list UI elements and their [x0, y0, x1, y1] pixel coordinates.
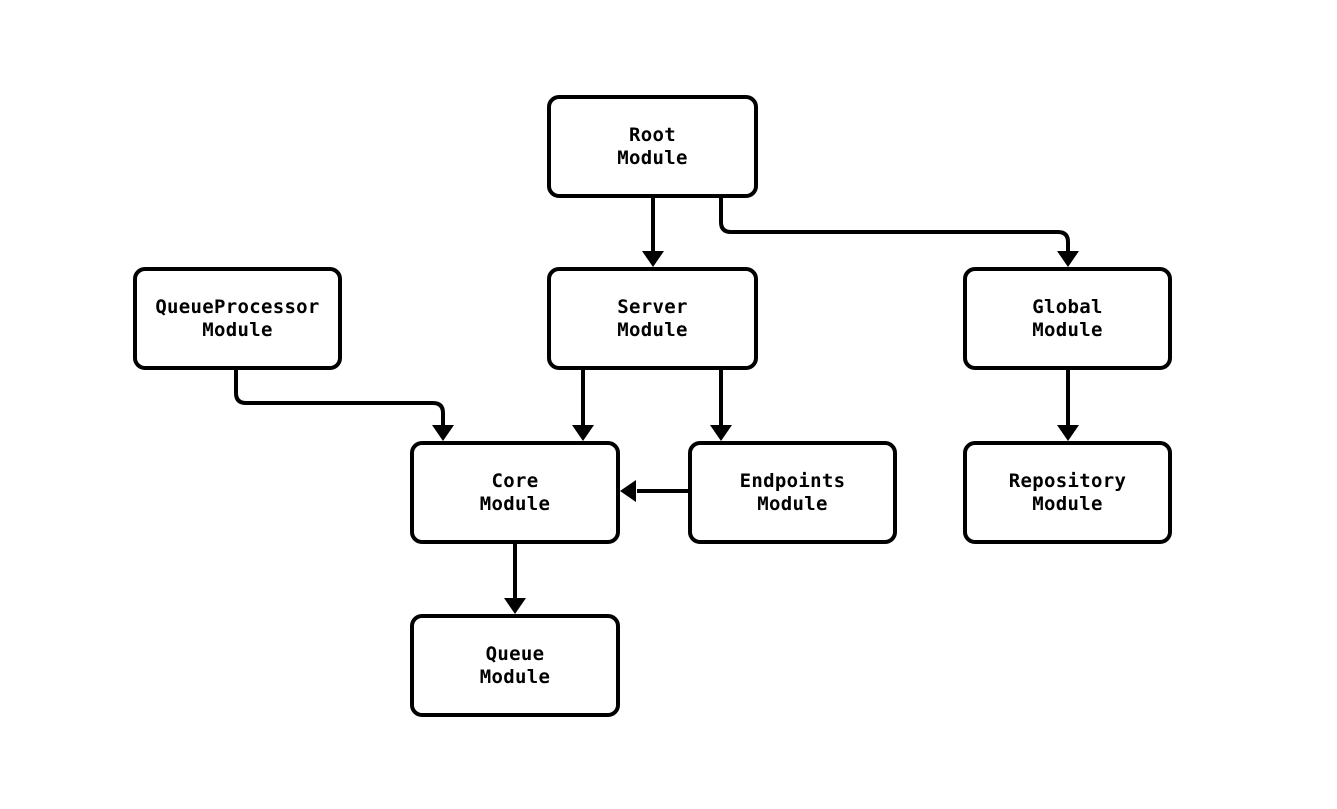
edge-root-to-global	[719, 198, 1070, 252]
edge-queueprocessor-to-core	[234, 370, 445, 426]
node-repository[interactable]: Repository Module	[963, 441, 1172, 544]
edge-server-to-endpoints-arrowhead	[710, 425, 732, 441]
node-core[interactable]: Core Module	[410, 441, 620, 544]
node-label-global: Global Module	[1032, 295, 1103, 341]
edge-endpoints-to-core-arrowhead	[620, 480, 636, 502]
node-queueprocessor[interactable]: QueueProcessor Module	[133, 267, 342, 370]
node-label-queue: Queue Module	[479, 642, 551, 688]
edge-root-to-global-arrowhead	[1057, 251, 1079, 267]
edge-root-to-server-arrowhead	[642, 251, 664, 267]
node-label-queueprocessor: QueueProcessor Module	[155, 295, 320, 341]
node-label-root: Root Module	[617, 123, 688, 169]
node-queue[interactable]: Queue Module	[410, 614, 620, 717]
node-label-endpoints: Endpoints Module	[739, 469, 846, 515]
edge-server-to-core-arrowhead	[572, 425, 594, 441]
edge-global-to-repository-arrowhead	[1057, 425, 1079, 441]
node-label-repository: Repository Module	[1008, 469, 1127, 515]
node-server[interactable]: Server Module	[547, 267, 758, 370]
edge-core-to-queue-arrowhead	[504, 598, 526, 614]
node-endpoints[interactable]: Endpoints Module	[688, 441, 897, 544]
node-root[interactable]: Root Module	[547, 95, 758, 198]
node-label-core: Core Module	[479, 469, 551, 515]
node-global[interactable]: Global Module	[963, 267, 1172, 370]
node-label-server: Server Module	[617, 295, 688, 341]
edge-queueprocessor-to-core-arrowhead	[432, 425, 454, 441]
